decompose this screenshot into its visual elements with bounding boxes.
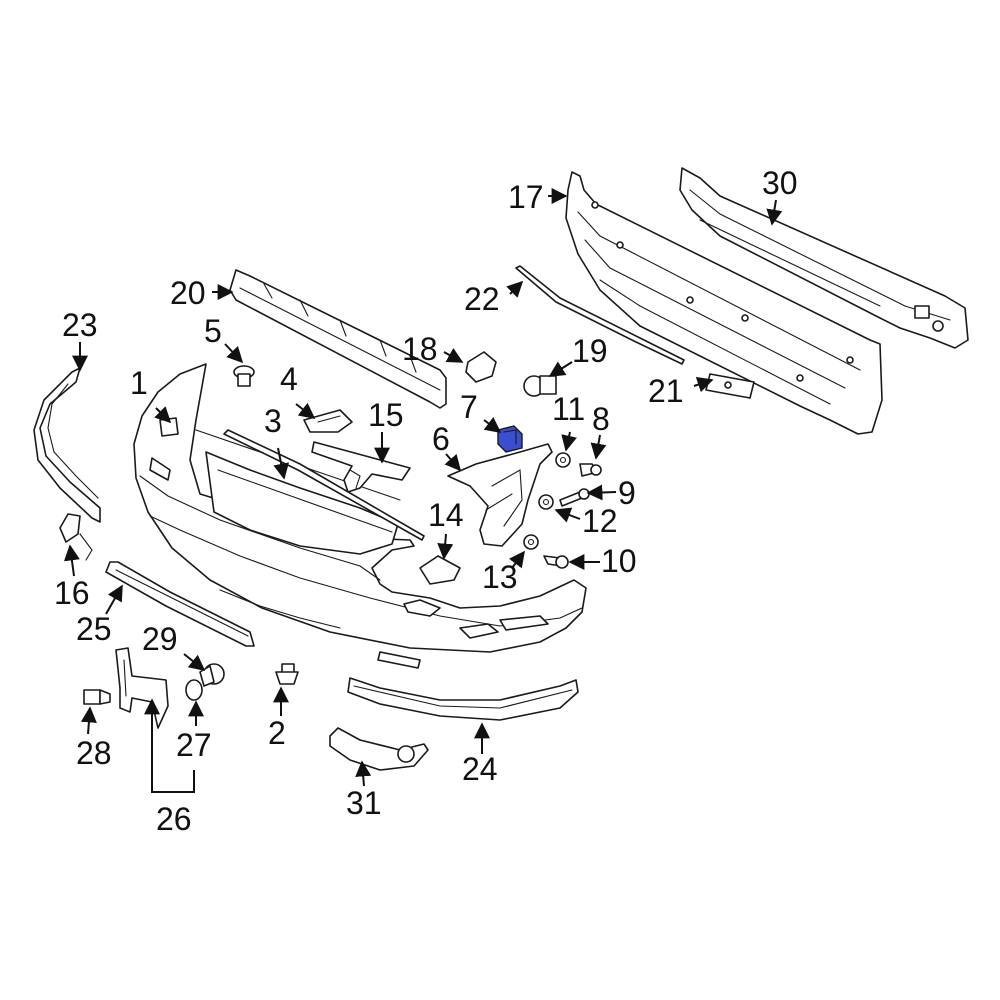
clip[interactable] — [185, 679, 203, 701]
bracket-clip[interactable] — [465, 351, 497, 383]
grille-trim[interactable] — [223, 429, 425, 541]
callout-9: 9 — [618, 475, 636, 511]
callout-30: 30 — [762, 165, 798, 201]
fog-lamp-bezel[interactable] — [329, 727, 429, 771]
callout-26: 26 — [156, 801, 192, 837]
callout-16: 16 — [54, 575, 90, 611]
bumper-absorber[interactable] — [565, 171, 883, 435]
nut-body — [497, 425, 523, 453]
callout-18: 18 — [402, 331, 438, 367]
seal-strip[interactable] — [515, 265, 685, 365]
bolt-10[interactable] — [543, 555, 569, 569]
clip-plate[interactable] — [303, 409, 353, 433]
callout-19: 19 — [572, 333, 608, 369]
push-pin[interactable] — [275, 663, 299, 685]
side-trim-strip[interactable] — [33, 367, 101, 523]
callout-23: 23 — [62, 307, 98, 343]
lower-trim[interactable] — [105, 561, 255, 647]
callout-13: 13 — [482, 559, 518, 595]
washer-13[interactable] — [523, 534, 539, 550]
bumper-bolt[interactable] — [199, 663, 225, 687]
callout-27: 27 — [176, 727, 212, 763]
cover-plate[interactable] — [419, 555, 461, 585]
callout-22: 22 — [464, 281, 500, 317]
washer-12[interactable] — [538, 494, 554, 510]
callout-1: 1 — [130, 365, 148, 401]
reinforcement-beam[interactable] — [679, 167, 969, 349]
highlighted-nut[interactable] — [497, 425, 523, 453]
small-bracket[interactable] — [59, 513, 93, 561]
callout-10: 10 — [601, 543, 637, 579]
bolt-8[interactable] — [579, 463, 602, 477]
license-bracket[interactable] — [115, 647, 169, 729]
callout-24: 24 — [462, 751, 498, 787]
callout-31: 31 — [346, 785, 382, 821]
bumper-cover[interactable] — [133, 363, 587, 669]
callout-4: 4 — [280, 361, 298, 397]
push-rivet[interactable] — [233, 365, 255, 387]
callout-29: 29 — [142, 621, 178, 657]
callout-17: 17 — [508, 179, 544, 215]
callout-8: 8 — [592, 401, 610, 437]
callout-7: 7 — [460, 389, 478, 425]
leader-lines — [63, 188, 783, 793]
callout-3: 3 — [264, 403, 282, 439]
washer-11[interactable] — [555, 452, 571, 468]
lower-spoiler[interactable] — [347, 677, 579, 721]
callout-2: 2 — [268, 715, 286, 751]
callout-12: 12 — [582, 503, 618, 539]
screw[interactable] — [83, 689, 111, 705]
callout-14: 14 — [428, 497, 464, 533]
callout-6: 6 — [432, 421, 450, 457]
callout-28: 28 — [76, 735, 112, 771]
callout-labels: 1 2 3 4 5 6 7 8 9 10 11 12 13 14 15 16 1… — [54, 165, 798, 837]
center-bracket[interactable] — [311, 441, 411, 493]
callout-5: 5 — [204, 313, 222, 349]
side-bracket[interactable] — [447, 443, 553, 547]
callout-11: 11 — [552, 391, 585, 427]
callout-21: 21 — [648, 373, 684, 409]
callout-15: 15 — [368, 397, 404, 433]
callout-20: 20 — [170, 275, 206, 311]
callout-25: 25 — [76, 611, 112, 647]
